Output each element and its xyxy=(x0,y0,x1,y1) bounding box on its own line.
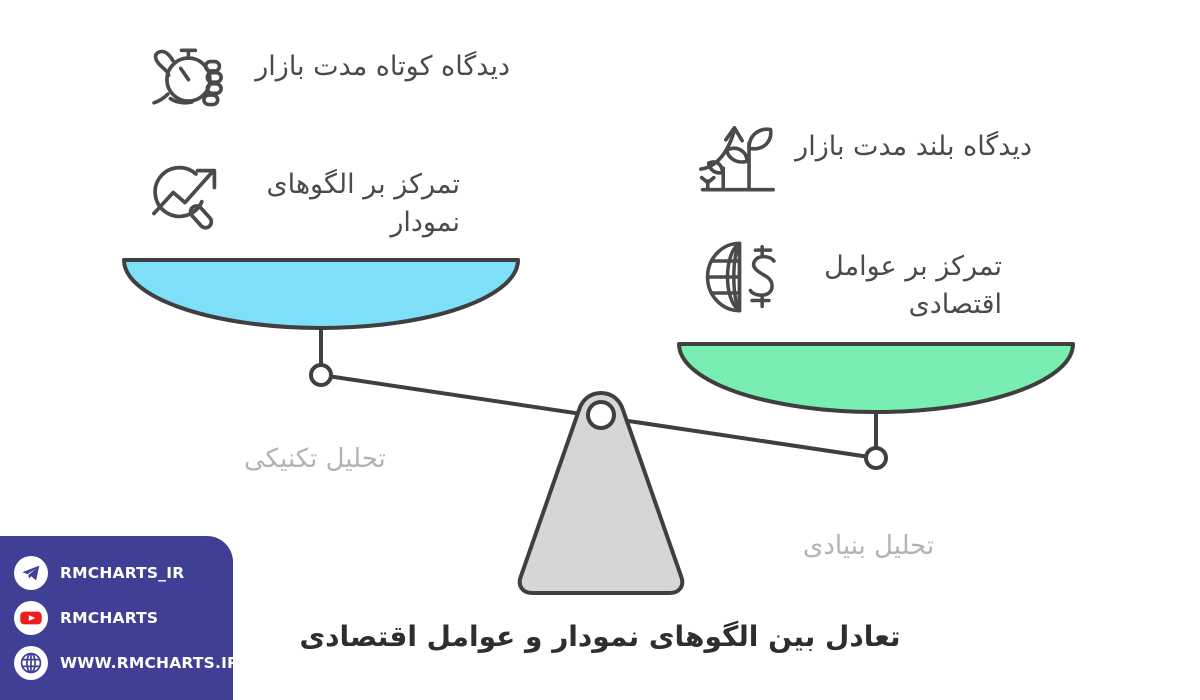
watermark-row-website[interactable]: WWW.RMCHARTS.IR xyxy=(0,640,239,685)
feature-short-term-view: دیدگاه کوتاه مدت بازار xyxy=(140,32,516,122)
telegram-icon xyxy=(14,555,48,590)
feature-long-term-view: دیدگاه بلند مدت بازار xyxy=(692,112,1038,202)
youtube-icon xyxy=(14,600,48,635)
feature-label: تمرکز بر عوامل اقتصادی xyxy=(824,251,1002,321)
watermark-label: RMCHARTS_IR xyxy=(60,563,185,582)
right-pan xyxy=(677,342,1075,414)
watermark-label: WWW.RMCHARTS.IR xyxy=(60,653,240,672)
watermark-row-youtube[interactable]: RMCHARTS xyxy=(0,595,233,640)
globe-dollar-icon xyxy=(697,232,787,322)
fulcrum-base xyxy=(517,391,685,595)
growing-plant-icon xyxy=(692,112,782,202)
feature-chart-patterns: تمرکز بر الگوهای نمودار xyxy=(140,150,466,243)
feature-label: دیدگاه کوتاه مدت بازار xyxy=(255,51,510,82)
left-hanger-joint xyxy=(309,363,333,387)
right-pan-caption: تحلیل بنیادی xyxy=(803,531,935,561)
watermark-panel: RMCHARTS_IR RMCHARTS WWW. xyxy=(0,536,239,700)
feature-economic-factors: تمرکز بر عوامل اقتصادی xyxy=(697,232,1008,325)
watermark-row-telegram[interactable]: RMCHARTS_IR xyxy=(0,550,233,595)
globe-icon xyxy=(14,645,48,680)
watermark-label: RMCHARTS xyxy=(60,608,159,627)
left-pan xyxy=(122,258,520,330)
hand-stopwatch-icon xyxy=(140,32,230,122)
magnifier-trend-icon xyxy=(140,150,230,240)
right-hanger-joint xyxy=(864,446,888,470)
scale-beam xyxy=(319,373,878,460)
feature-label: دیدگاه بلند مدت بازار xyxy=(795,131,1032,162)
left-pan-caption: تحلیل تکنیکی xyxy=(244,444,386,474)
page-title: تعادل بین الگوهای نمودار و عوامل اقتصادی xyxy=(299,620,901,653)
feature-label: تمرکز بر الگوهای نمودار xyxy=(266,169,460,239)
fulcrum-pivot-hole xyxy=(586,400,616,430)
